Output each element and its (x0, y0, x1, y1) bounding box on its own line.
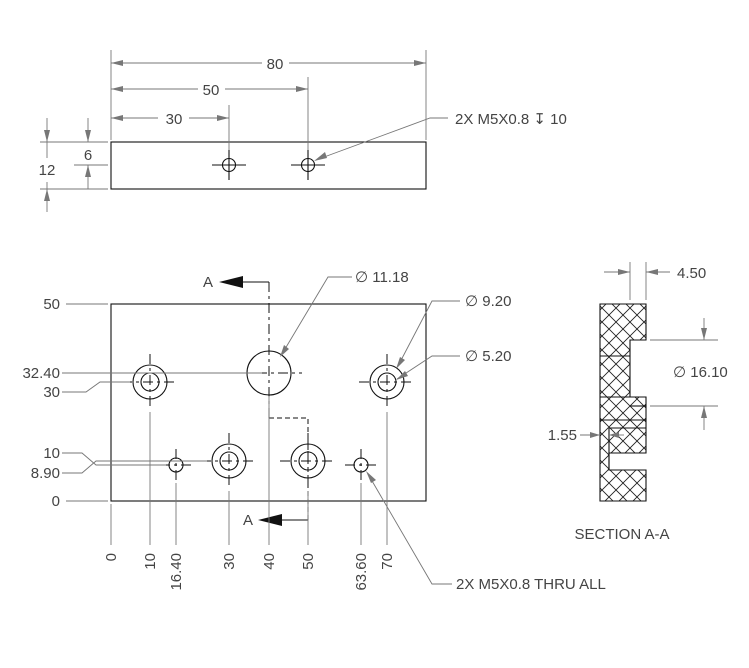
counterbored-hole-right (359, 354, 415, 410)
callout-dia-11-18: ∅ 11.18 (355, 269, 409, 286)
x-label-50: 50 (300, 553, 317, 570)
tapped-hole-note: 2X M5X0.8 ↧ 10 (455, 111, 567, 128)
counterbored-hole-left (122, 354, 178, 410)
y-label-30: 30 (43, 384, 60, 401)
section-view: 4.50 ∅ 16.10 1.55 SECTION A-A (548, 262, 728, 543)
counterbored-hole-bottom-right (280, 433, 336, 489)
dim-80-label: 80 (267, 56, 284, 73)
y-label-32-40: 32.40 (22, 365, 60, 382)
dim-dia-16-10-label: ∅ 16.10 (673, 364, 728, 381)
top-view-outline (110, 141, 427, 190)
dim-50-label: 50 (203, 82, 220, 99)
dim-6-label: 6 (84, 147, 92, 164)
x-label-63-60: 63.60 (353, 553, 370, 591)
x-label-70: 70 (379, 553, 396, 570)
section-letter-bottom: A (243, 512, 253, 529)
x-label-40: 40 (261, 553, 278, 570)
y-label-50: 50 (43, 296, 60, 313)
callout-dia-9-20: ∅ 9.20 (465, 293, 511, 310)
front-view: A A (22, 269, 605, 593)
section-letter-top: A (203, 274, 213, 291)
x-label-10: 10 (142, 553, 159, 570)
counterbored-hole-bottom-left (201, 433, 257, 489)
x-label-0: 0 (103, 553, 120, 561)
section-title: SECTION A-A (574, 526, 669, 543)
x-label-16-40: 16.40 (168, 553, 185, 591)
dim-4-50-label: 4.50 (677, 265, 706, 282)
callout-dia-5-20: ∅ 5.20 (465, 348, 511, 365)
dim-1-55-label: 1.55 (548, 427, 577, 444)
x-label-30: 30 (221, 553, 238, 570)
thru-hole-right (345, 449, 377, 481)
y-label-0: 0 (52, 493, 60, 510)
y-label-10: 10 (43, 445, 60, 462)
top-view: 80 50 30 2X M5X0.8 ↧ 10 12 (39, 50, 567, 212)
section-hatch (600, 304, 646, 501)
dim-12-label: 12 (39, 162, 56, 179)
y-label-8-90: 8.90 (31, 465, 60, 482)
dim-30-label: 30 (166, 111, 183, 128)
thru-all-note: 2X M5X0.8 THRU ALL (456, 576, 606, 593)
